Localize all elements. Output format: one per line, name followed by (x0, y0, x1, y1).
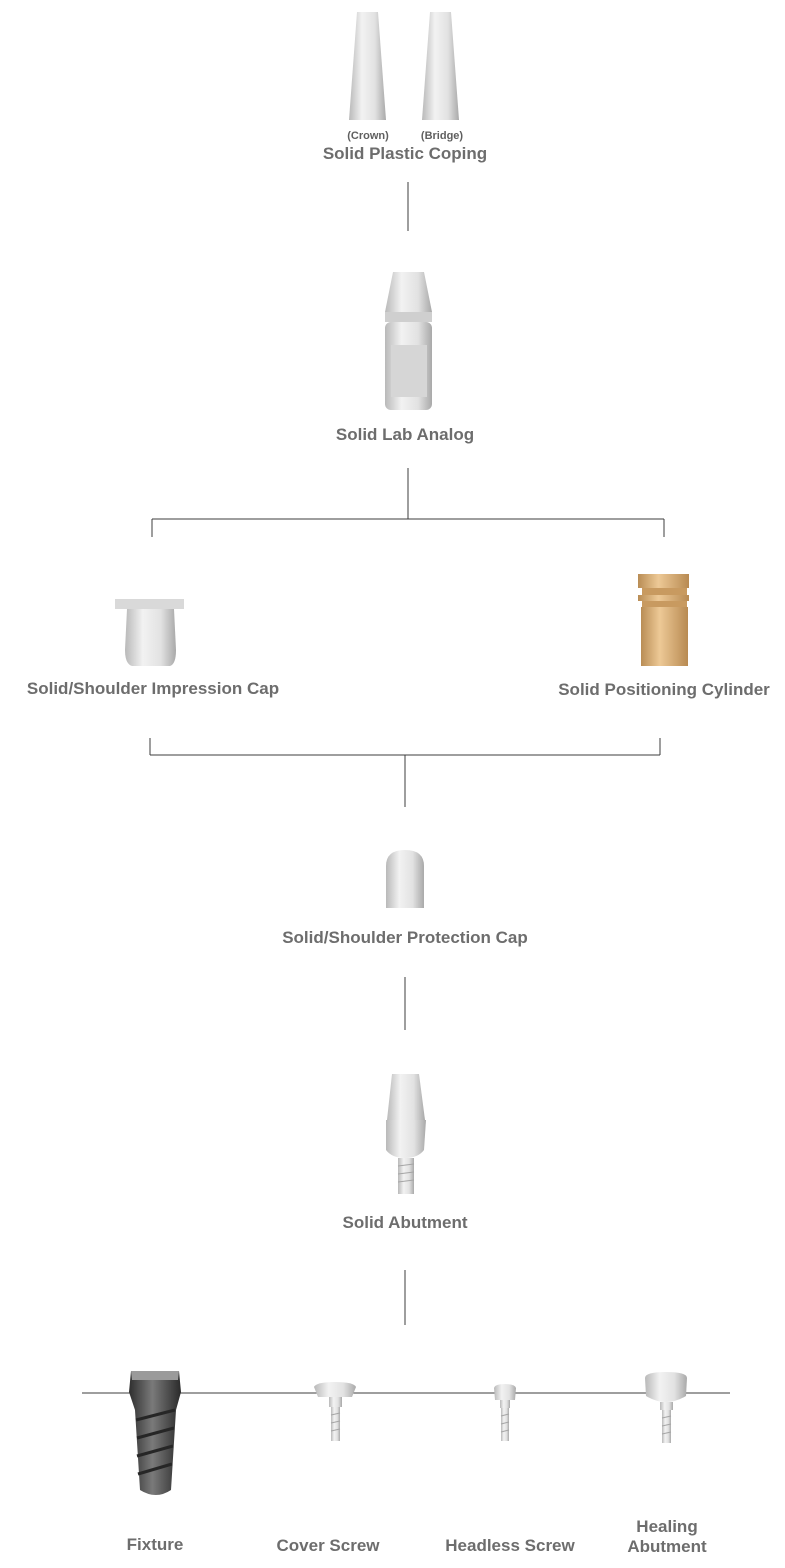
fixture-label: Fixture (127, 1535, 184, 1554)
fixture-illustration (129, 1371, 181, 1495)
coping-variant-crown-label: (Crown) (347, 130, 389, 142)
healing-abutment-label-line1: Healing (636, 1517, 697, 1536)
protection-cap-label: Solid/Shoulder Protection Cap (282, 928, 528, 947)
plastic-coping-bridge-illustration (422, 12, 459, 120)
protection-cap-illustration (386, 850, 424, 908)
coping-variant-bridge-label: (Bridge) (421, 130, 464, 142)
impression-cap-label: Solid/Shoulder Impression Cap (27, 679, 279, 698)
cover-screw-illustration (314, 1382, 356, 1441)
positioning-cylinder-illustration (638, 574, 689, 666)
cover-screw-label: Cover Screw (277, 1536, 381, 1555)
plastic-coping-crown-illustration (349, 12, 386, 120)
positioning-cylinder-label: Solid Positioning Cylinder (558, 680, 770, 699)
abutment-label: Solid Abutment (343, 1213, 468, 1232)
healing-abutment-label-line2: Abutment (627, 1537, 707, 1556)
headless-screw-label: Headless Screw (445, 1536, 575, 1555)
lab-analog-illustration (385, 272, 432, 410)
lab-analog-label: Solid Lab Analog (336, 425, 474, 444)
impression-cap-illustration (115, 599, 184, 666)
headless-screw-illustration (494, 1384, 516, 1441)
plastic-coping-label: Solid Plastic Coping (323, 144, 487, 163)
abutment-illustration (386, 1074, 426, 1194)
healing-abutment-illustration (645, 1372, 687, 1443)
